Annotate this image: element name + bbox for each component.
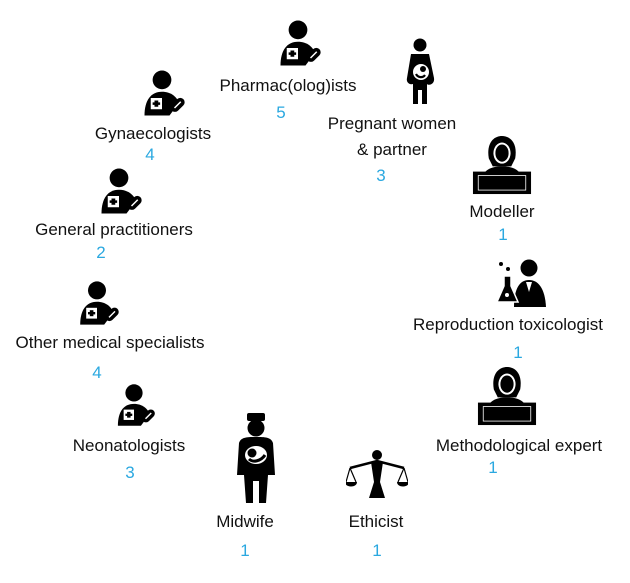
stakeholder-count: 4 xyxy=(92,363,102,382)
stakeholder-label: Midwife xyxy=(216,512,274,531)
doctor-pill-icon xyxy=(111,382,157,428)
stakeholder-count: 2 xyxy=(96,243,106,262)
stakeholder-count: 1 xyxy=(372,541,382,560)
nurse-baby-icon xyxy=(237,413,275,503)
stakeholder-count: 1 xyxy=(240,541,250,560)
scientist-flask-icon xyxy=(496,259,546,307)
woman-laptop-icon xyxy=(474,363,540,429)
stakeholder-label: Ethicist xyxy=(348,512,404,531)
stakeholder-label: Gynaecologists xyxy=(94,124,212,143)
stakeholder-count: 3 xyxy=(376,166,386,185)
scales-icon xyxy=(346,450,408,498)
woman-laptop-icon xyxy=(469,132,535,198)
stakeholder-label: Methodological expert xyxy=(435,436,603,455)
stakeholder-label: Other medical specialists xyxy=(15,333,205,352)
stakeholder-count: 4 xyxy=(145,145,155,164)
doctor-pill-icon xyxy=(273,18,323,68)
doctor-pill-icon xyxy=(73,279,121,327)
stakeholder-count: 1 xyxy=(498,225,508,244)
pregnant-woman-icon xyxy=(406,38,435,104)
stakeholder-label: Neonatologists xyxy=(72,436,186,455)
doctor-pill-icon xyxy=(94,166,144,216)
stakeholder-label: General practitioners xyxy=(35,220,193,239)
stakeholder-label: Pregnant women & partner xyxy=(328,111,457,163)
stakeholder-count: 3 xyxy=(125,463,135,482)
doctor-pill-icon xyxy=(137,68,187,118)
stakeholder-count: 5 xyxy=(276,103,286,122)
stakeholder-label: Pharmac(olog)ists xyxy=(219,76,357,95)
stakeholder-label-line: & partner xyxy=(357,140,427,159)
stakeholder-count: 1 xyxy=(513,343,523,362)
stakeholder-label: Reproduction toxicologist xyxy=(413,315,603,334)
stakeholder-label-line: Pregnant women xyxy=(327,114,457,133)
stakeholder-count: 1 xyxy=(488,458,498,477)
stakeholder-label: Modeller xyxy=(469,202,535,221)
